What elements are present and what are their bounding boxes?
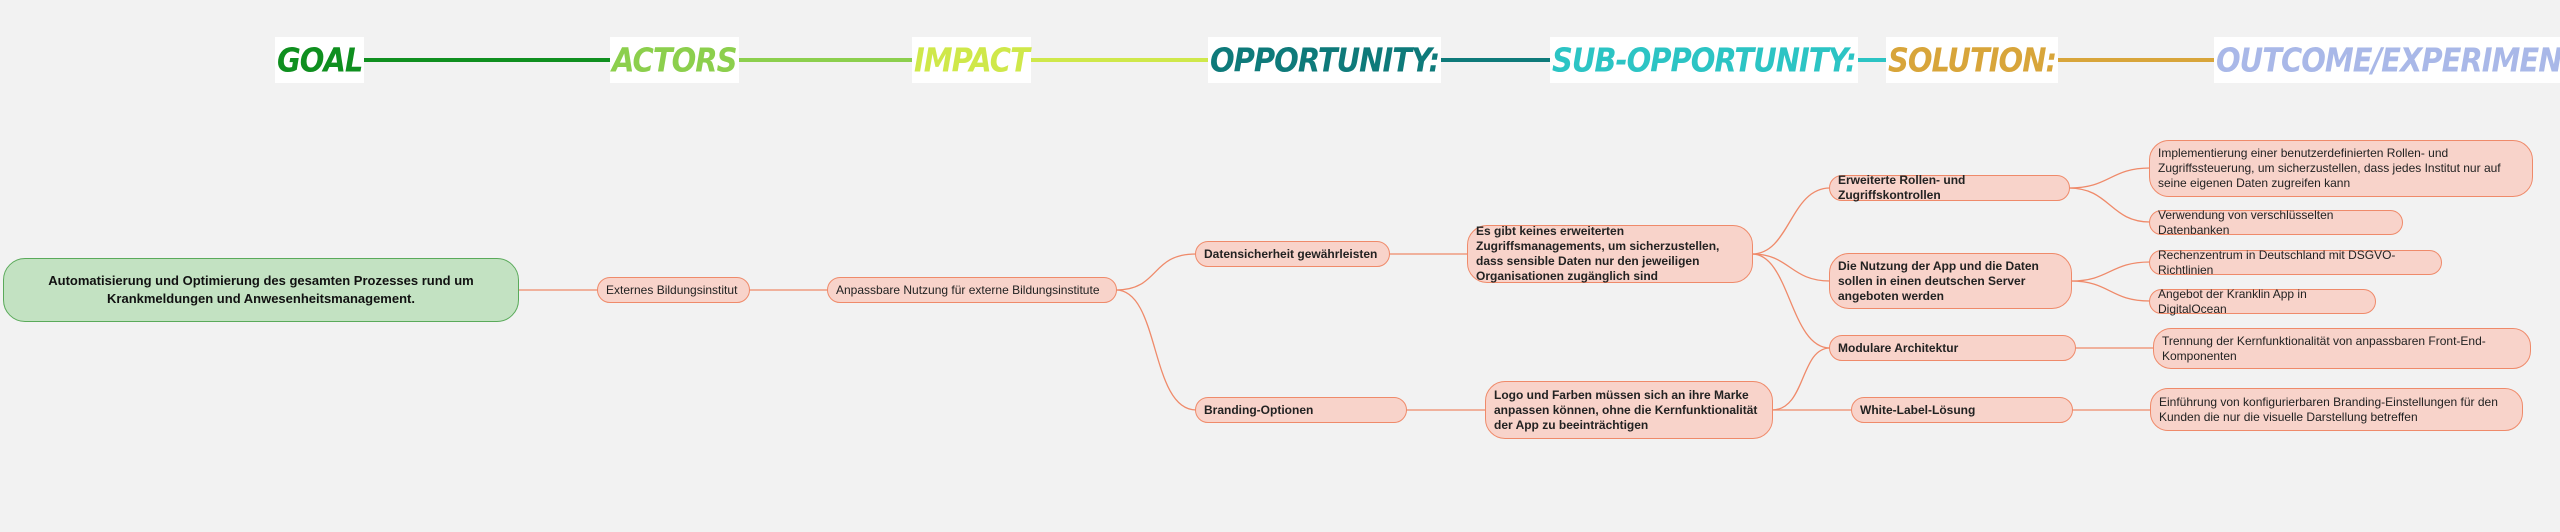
- edge-access-modular: [1751, 253, 1831, 349]
- solution-roles-node[interactable]: Erweiterte Rollen- und Zugriffskontrolle…: [1829, 173, 2070, 202]
- sub-opportunity-access-node[interactable]: Es gibt keines erweiterten Zugriffsmanag…: [1467, 224, 1753, 283]
- edge-access-roles: [1751, 187, 1831, 255]
- impact-node[interactable]: Anpassbare Nutzung für externe Bildungsi…: [827, 277, 1117, 303]
- actor-node[interactable]: Externes Bildungsinstitut: [597, 277, 750, 303]
- outcome-digitalocean-node[interactable]: Angebot der Kranklin App in DigitalOcean: [2149, 287, 2376, 316]
- header-solution: SOLUTION:: [1886, 37, 2059, 83]
- solution-server-node[interactable]: Die Nutzung der App und die Daten sollen…: [1829, 253, 2072, 309]
- header-goal: GOAL: [275, 37, 365, 83]
- outcome-encrypted-node[interactable]: Verwendung von verschlüsselten Datenbank…: [2149, 208, 2403, 237]
- outcome-branding-settings-node[interactable]: Einführung von konfigurierbaren Branding…: [2150, 388, 2523, 431]
- edge-impact-branding: [1115, 289, 1197, 411]
- solution-whitelabel-node[interactable]: White-Label-Lösung: [1851, 397, 2073, 423]
- edge-server-digitalocean: [2070, 280, 2151, 302]
- header-opportunity: OPPORTUNITY:: [1208, 37, 1442, 83]
- header-actors: ACTORS: [610, 37, 739, 83]
- outcome-separation-node[interactable]: Trennung der Kernfunktionalität von anpa…: [2153, 328, 2531, 369]
- opportunity-security-node[interactable]: Datensicherheit gewährleisten: [1195, 241, 1390, 267]
- goal-node[interactable]: Automatisierung und Optimierung des gesa…: [3, 258, 519, 322]
- edge-server-datacenter: [2070, 261, 2151, 282]
- edge-logo-modular: [1771, 347, 1831, 411]
- edge-roles-impl: [2068, 167, 2151, 189]
- opportunity-branding-node[interactable]: Branding-Optionen: [1195, 397, 1407, 423]
- solution-modular-node[interactable]: Modulare Architektur: [1829, 335, 2076, 361]
- sub-opportunity-logo-node[interactable]: Logo und Farben müssen sich an ihre Mark…: [1485, 381, 1773, 439]
- edge-access-server: [1751, 253, 1831, 282]
- header-outcome: OUTCOME/EXPERIMENT:: [2214, 37, 2560, 83]
- edge-roles-encrypted: [2068, 187, 2151, 223]
- header-sub-opportunity: SUB-OPPORTUNITY:: [1550, 37, 1858, 83]
- header-impact: IMPACT: [912, 37, 1031, 83]
- edge-impact-security: [1115, 253, 1197, 291]
- outcome-roles-impl-node[interactable]: Implementierung einer benutzerdefinierte…: [2149, 140, 2533, 197]
- outcome-datacenter-node[interactable]: Rechenzentrum in Deutschland mit DSGVO-R…: [2149, 248, 2442, 277]
